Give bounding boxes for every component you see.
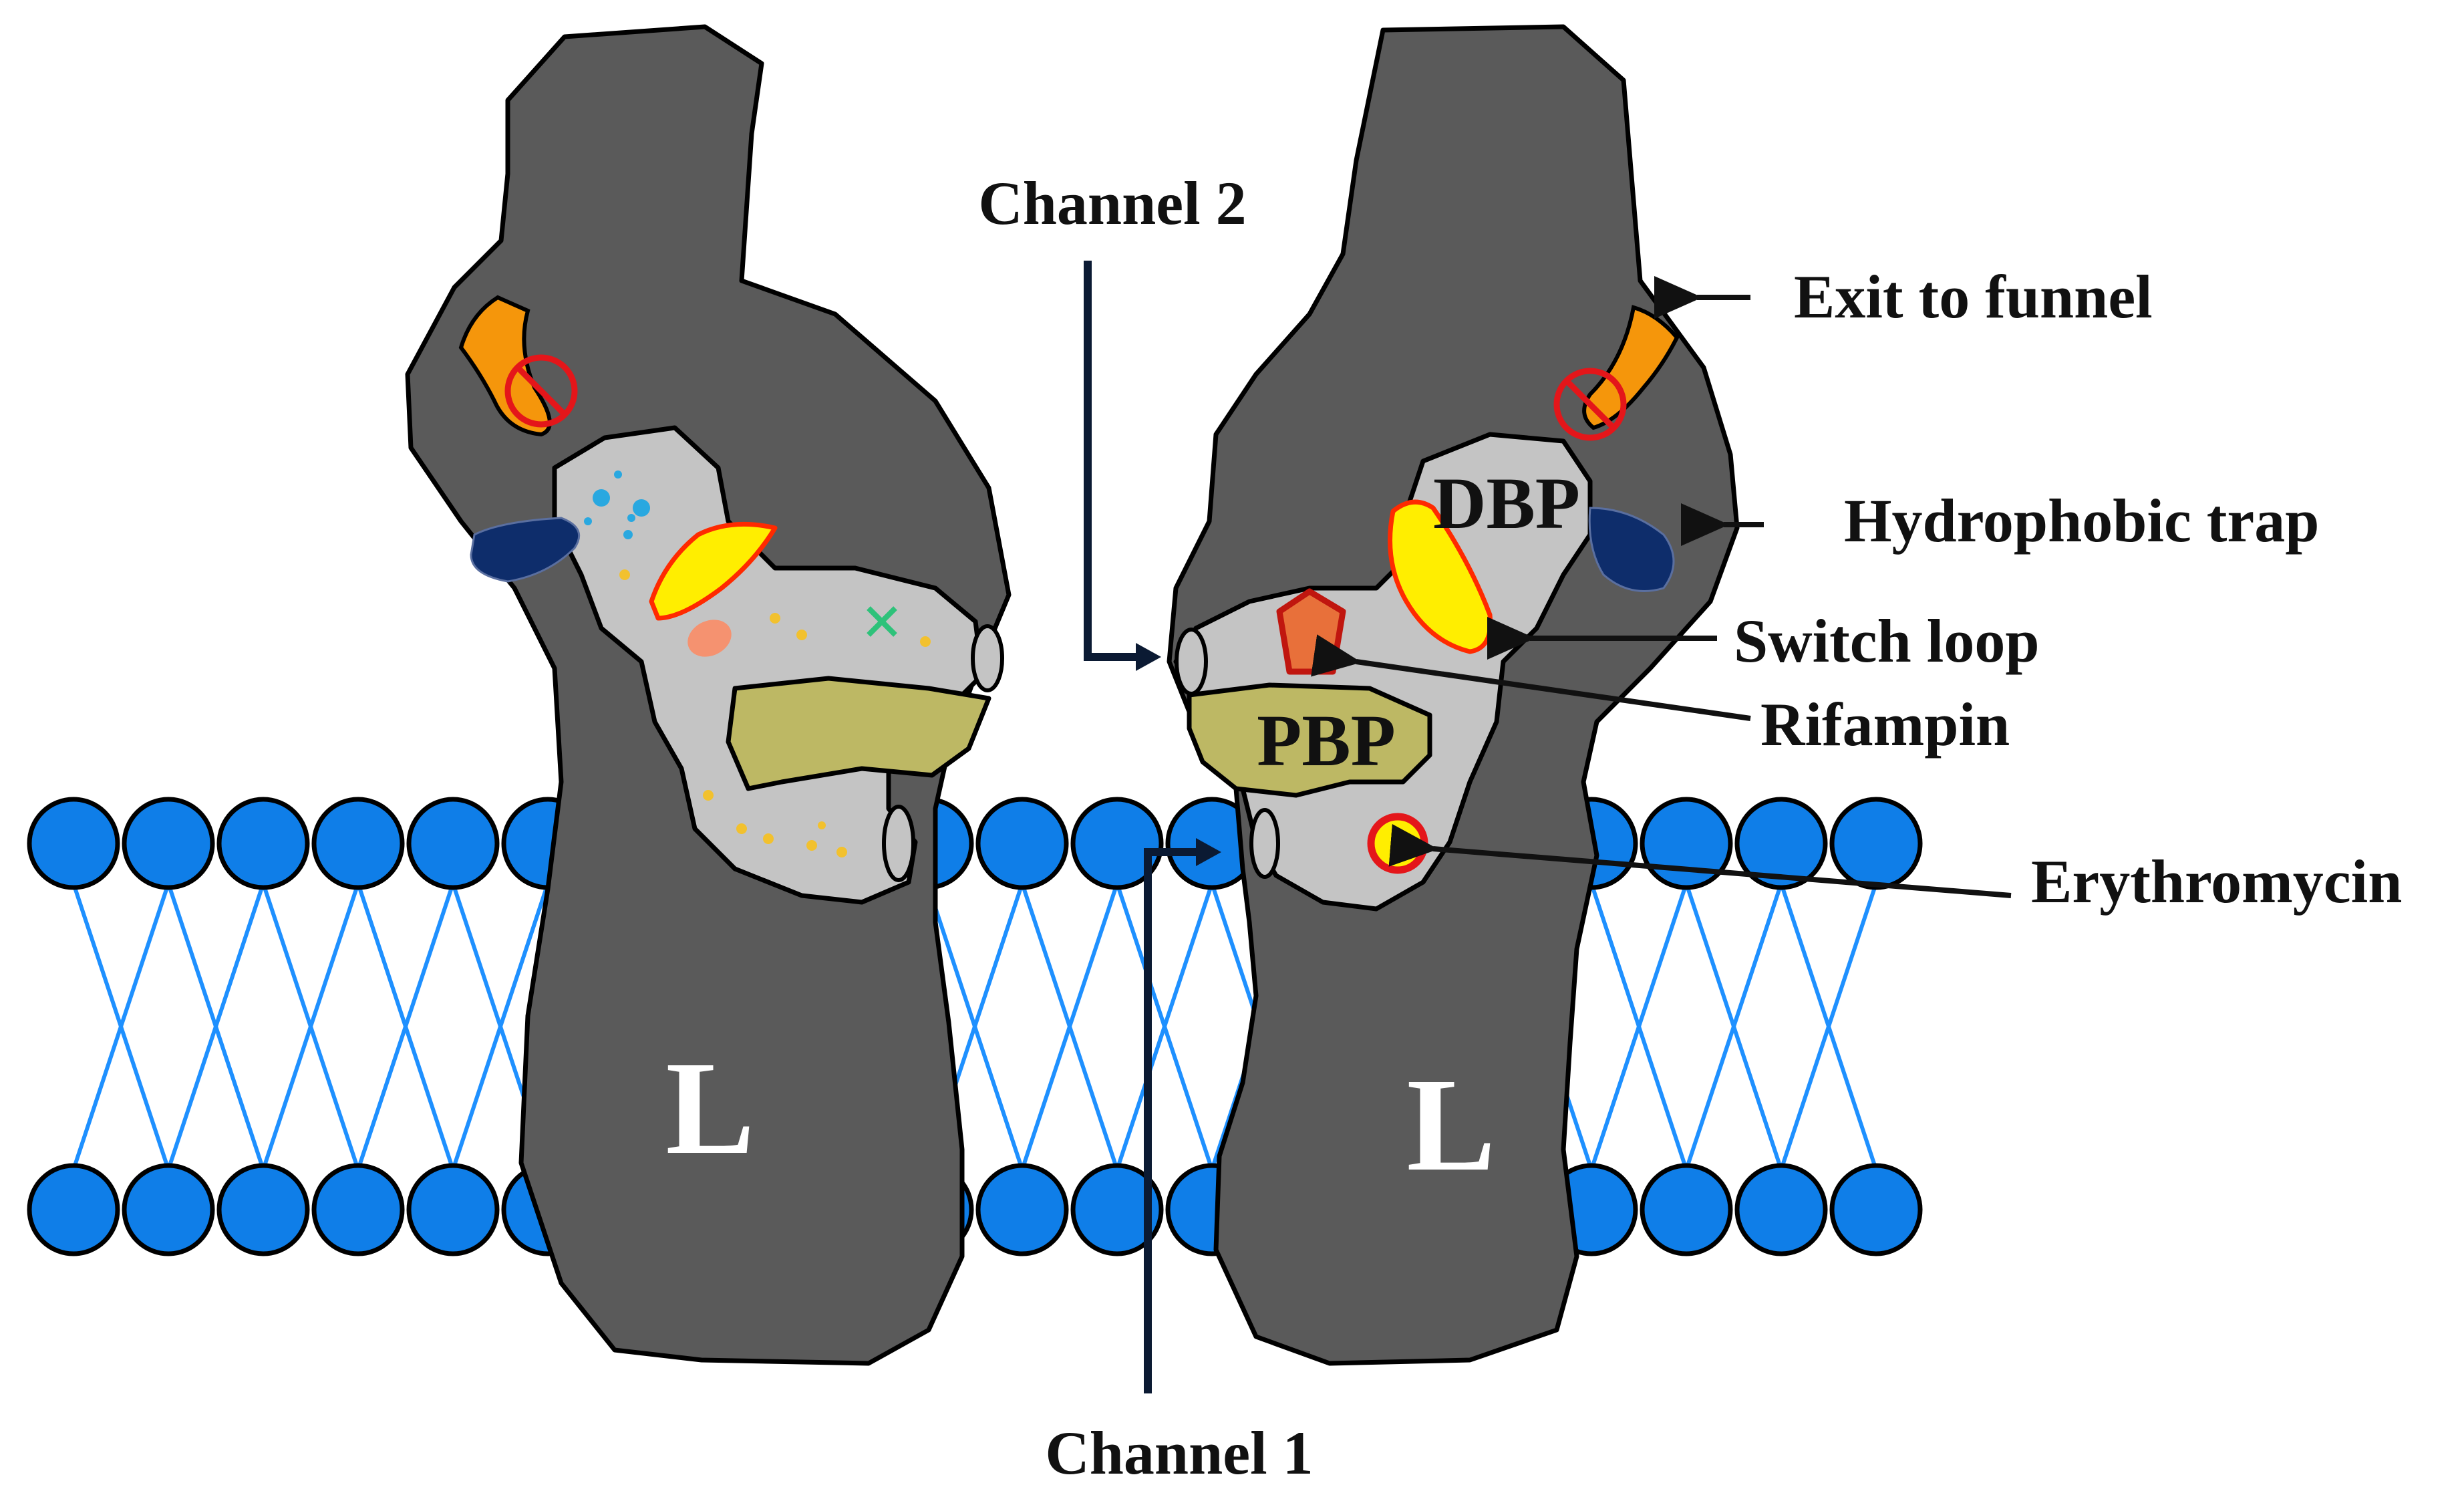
pbp-label: PBP bbox=[1257, 700, 1396, 781]
erythromycin-icon bbox=[1367, 813, 1428, 874]
lipid-tail bbox=[1684, 883, 1783, 1170]
lipid-head bbox=[122, 1163, 215, 1256]
lipid-head bbox=[1829, 797, 1923, 890]
lipid-tail bbox=[261, 883, 360, 1170]
rifampin-label: Rifampin bbox=[1760, 690, 2010, 759]
erythromycin-label: Erythromycin bbox=[2031, 847, 2402, 916]
left-switch-loop bbox=[649, 521, 778, 621]
left-protomer: L bbox=[405, 24, 1012, 1366]
lipid-tail bbox=[1020, 883, 1119, 1170]
lipid-head bbox=[406, 1163, 500, 1256]
switch-loop-label: Switch loop bbox=[1734, 607, 2040, 675]
lipid-head bbox=[406, 797, 500, 890]
erythromycin-arrow bbox=[1388, 823, 2012, 898]
lipid-head bbox=[216, 797, 310, 890]
lipid-tails bbox=[71, 883, 1878, 1170]
dbp-label: DBP bbox=[1433, 462, 1580, 544]
left-channel-opening-upper bbox=[971, 624, 1004, 692]
hydrophobic-trap-label: Hydrophobic trap bbox=[1844, 487, 2319, 555]
lipid-head bbox=[1734, 797, 1828, 890]
exit-to-funnel-label: Exit to funnel bbox=[1794, 263, 2153, 331]
lipid-head bbox=[1070, 797, 1164, 890]
right-pbp-subpocket bbox=[1187, 682, 1432, 798]
lipid-heads-inner-leaflet bbox=[27, 1163, 1923, 1256]
left-exit-gate bbox=[458, 295, 552, 437]
lipid-heads-outer-leaflet bbox=[27, 797, 1923, 890]
right-protomer: DBP PBP L bbox=[1167, 24, 1740, 1366]
lipid-tail bbox=[356, 883, 455, 1170]
channel-1-arrow bbox=[1144, 838, 1221, 1393]
left-blocked-icon bbox=[504, 354, 578, 428]
rifampin-icon bbox=[1276, 588, 1346, 675]
lipid-head bbox=[311, 1163, 405, 1256]
channel-2-arrow bbox=[1084, 261, 1161, 671]
right-protomer-label: L bbox=[1406, 1051, 1495, 1199]
lipid-head bbox=[1734, 1163, 1828, 1256]
lipid-tail bbox=[451, 883, 550, 1170]
left-protomer-label: L bbox=[665, 1035, 754, 1182]
lipid-head bbox=[122, 797, 215, 890]
right-channel-opening-lower bbox=[1249, 808, 1280, 879]
lipid-head bbox=[1829, 1163, 1923, 1256]
callout-arrows bbox=[1311, 276, 2012, 898]
lipid-head bbox=[311, 797, 405, 890]
channel-2-label: Channel 2 bbox=[978, 169, 1246, 237]
lipid-head bbox=[1070, 1163, 1164, 1256]
lipid-tail bbox=[166, 883, 265, 1170]
left-hydrophobic-trap bbox=[470, 517, 581, 583]
lipid-tail bbox=[71, 883, 170, 1170]
lipid-tail bbox=[1779, 883, 1878, 1170]
right-hydrophobic-trap bbox=[1588, 507, 1675, 592]
left-substrate-blob bbox=[687, 620, 732, 657]
lipid-head bbox=[27, 1163, 120, 1256]
left-pocket-particles bbox=[584, 470, 931, 857]
lipid-head bbox=[975, 797, 1069, 890]
lipid-tail bbox=[1589, 883, 1688, 1170]
right-channel-opening-upper bbox=[1175, 628, 1208, 696]
lipid-tail bbox=[1115, 883, 1214, 1170]
lipid-head bbox=[27, 797, 120, 890]
channel-1-label: Channel 1 bbox=[1045, 1419, 1313, 1487]
right-blocked-icon bbox=[1553, 368, 1627, 441]
left-channel-opening-lower bbox=[882, 805, 915, 882]
rifampin-arrow bbox=[1311, 634, 1751, 721]
lipid-head bbox=[975, 1163, 1069, 1256]
right-switch-loop bbox=[1388, 499, 1493, 654]
lipid-head bbox=[1640, 1163, 1733, 1256]
lipid-head bbox=[216, 1163, 310, 1256]
left-pbp-subpocket bbox=[726, 676, 991, 791]
